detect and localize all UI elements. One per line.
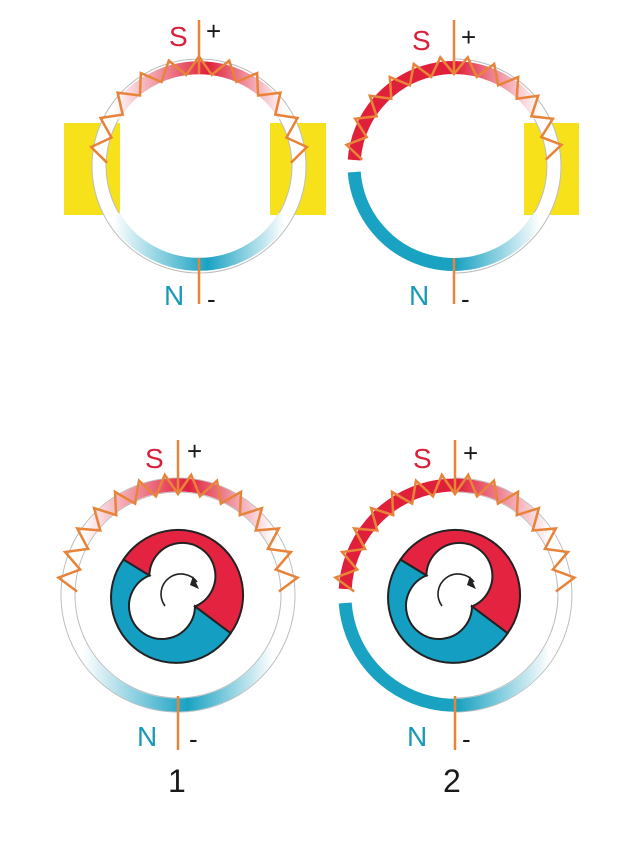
rotor-magnet bbox=[387, 528, 522, 664]
coil-winding bbox=[55, 472, 301, 593]
figure-number: 2 bbox=[443, 763, 461, 799]
coil-winding bbox=[88, 54, 310, 164]
plus-sign: + bbox=[463, 438, 478, 468]
rotor-magnet bbox=[110, 528, 245, 664]
north-arc bbox=[347, 171, 546, 271]
south-label: S bbox=[145, 443, 164, 474]
rotor-red-half bbox=[399, 528, 522, 635]
south-label: S bbox=[169, 21, 188, 52]
diagram-bottom-left: S + N - 1 bbox=[55, 436, 301, 799]
rotation-arrow-icon bbox=[160, 573, 198, 607]
south-arc bbox=[347, 61, 546, 161]
rotor-blue-half bbox=[387, 558, 509, 664]
diagram-top-left: S + N - bbox=[64, 16, 326, 314]
figure-number: 1 bbox=[168, 763, 186, 799]
plus-sign: + bbox=[206, 16, 221, 46]
rotation-arrowhead-icon bbox=[467, 576, 476, 589]
rotation-arrow-icon bbox=[437, 573, 475, 607]
coil-winding bbox=[332, 472, 578, 593]
north-arc bbox=[338, 602, 556, 712]
plus-sign: + bbox=[461, 22, 476, 52]
rotation-arrowhead-icon bbox=[190, 576, 199, 589]
north-label: N bbox=[137, 721, 157, 752]
north-label: N bbox=[164, 280, 184, 311]
south-label: S bbox=[412, 25, 431, 56]
north-label: N bbox=[409, 280, 429, 311]
diagram-top-right: S + N - bbox=[344, 20, 579, 314]
north-arc bbox=[107, 212, 291, 271]
plus-sign: + bbox=[187, 436, 202, 466]
minus-sign: - bbox=[189, 724, 198, 754]
coil-winding bbox=[344, 54, 564, 161]
minus-sign: - bbox=[207, 284, 216, 314]
south-label: S bbox=[413, 443, 432, 474]
rotor-red-half bbox=[122, 528, 245, 635]
minus-sign: - bbox=[462, 724, 471, 754]
north-label: N bbox=[407, 721, 427, 752]
diagram-bottom-right: S + N - 2 bbox=[332, 438, 578, 799]
rotor-blue-half bbox=[110, 558, 232, 664]
minus-sign: - bbox=[461, 284, 470, 314]
